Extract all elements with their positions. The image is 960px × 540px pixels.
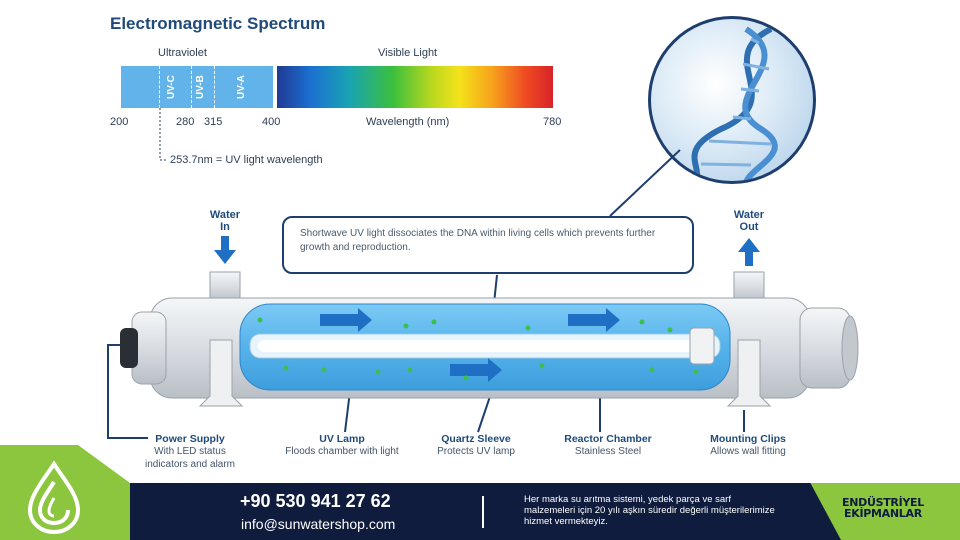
- uv-band: [121, 66, 273, 108]
- water-out-label: Water Out: [733, 209, 765, 233]
- footer-tagline: Her marka su arıtma sistemi, yedek parça…: [524, 494, 775, 527]
- component-mounting-clips: Mounting Clips Allows wall fitting: [710, 433, 786, 457]
- visible-light-band: [277, 66, 553, 108]
- footer-bar: [0, 483, 960, 540]
- wavelength-leader-line: [159, 108, 168, 161]
- tick-label: 400: [262, 116, 281, 128]
- visible-light-label: Visible Light: [378, 47, 438, 59]
- dna-callout-box: Shortwave UV light dissociates the DNA w…: [282, 216, 694, 274]
- wavelength-axis-label: Wavelength (nm): [366, 116, 450, 128]
- footer-phone[interactable]: +90 530 941 27 62: [240, 491, 391, 511]
- dna-helix-icon: [691, 26, 778, 181]
- water-in-label: Water In: [209, 209, 241, 233]
- brand-logo-text: ENDÜSTRİYEL EKİPMANLAR: [842, 496, 924, 520]
- uv-divider: [159, 66, 160, 108]
- uv-reactor-illustration: [120, 271, 859, 407]
- component-reactor-chamber: Reactor Chamber Stainless Steel: [564, 433, 652, 457]
- dna-magnified-circle: [648, 16, 816, 184]
- tick-label: 315: [204, 116, 223, 128]
- water-out-arrow-icon: [738, 238, 760, 266]
- footer-separator: [482, 496, 484, 528]
- tick-label: 200: [110, 116, 129, 128]
- uv-divider: [191, 66, 192, 108]
- water-drop-logo-icon: [27, 460, 81, 534]
- component-uv-lamp: UV Lamp Floods chamber with light: [285, 433, 399, 457]
- footer-email[interactable]: info@sunwatershop.com: [241, 516, 396, 532]
- uv-wavelength-note: 253.7nm = UV light wavelength: [170, 154, 323, 166]
- tick-label: 780: [543, 116, 562, 128]
- component-quartz-sleeve: Quartz Sleeve Protects UV lamp: [437, 433, 515, 457]
- spectrum-title: Electromagnetic Spectrum: [110, 14, 326, 33]
- ultraviolet-label: Ultraviolet: [158, 47, 207, 59]
- uv-divider: [214, 66, 215, 108]
- tick-label: 280: [176, 116, 195, 128]
- component-power-supply: Power Supply With LED status indicators …: [144, 433, 236, 470]
- water-in-arrow-icon: [214, 236, 236, 264]
